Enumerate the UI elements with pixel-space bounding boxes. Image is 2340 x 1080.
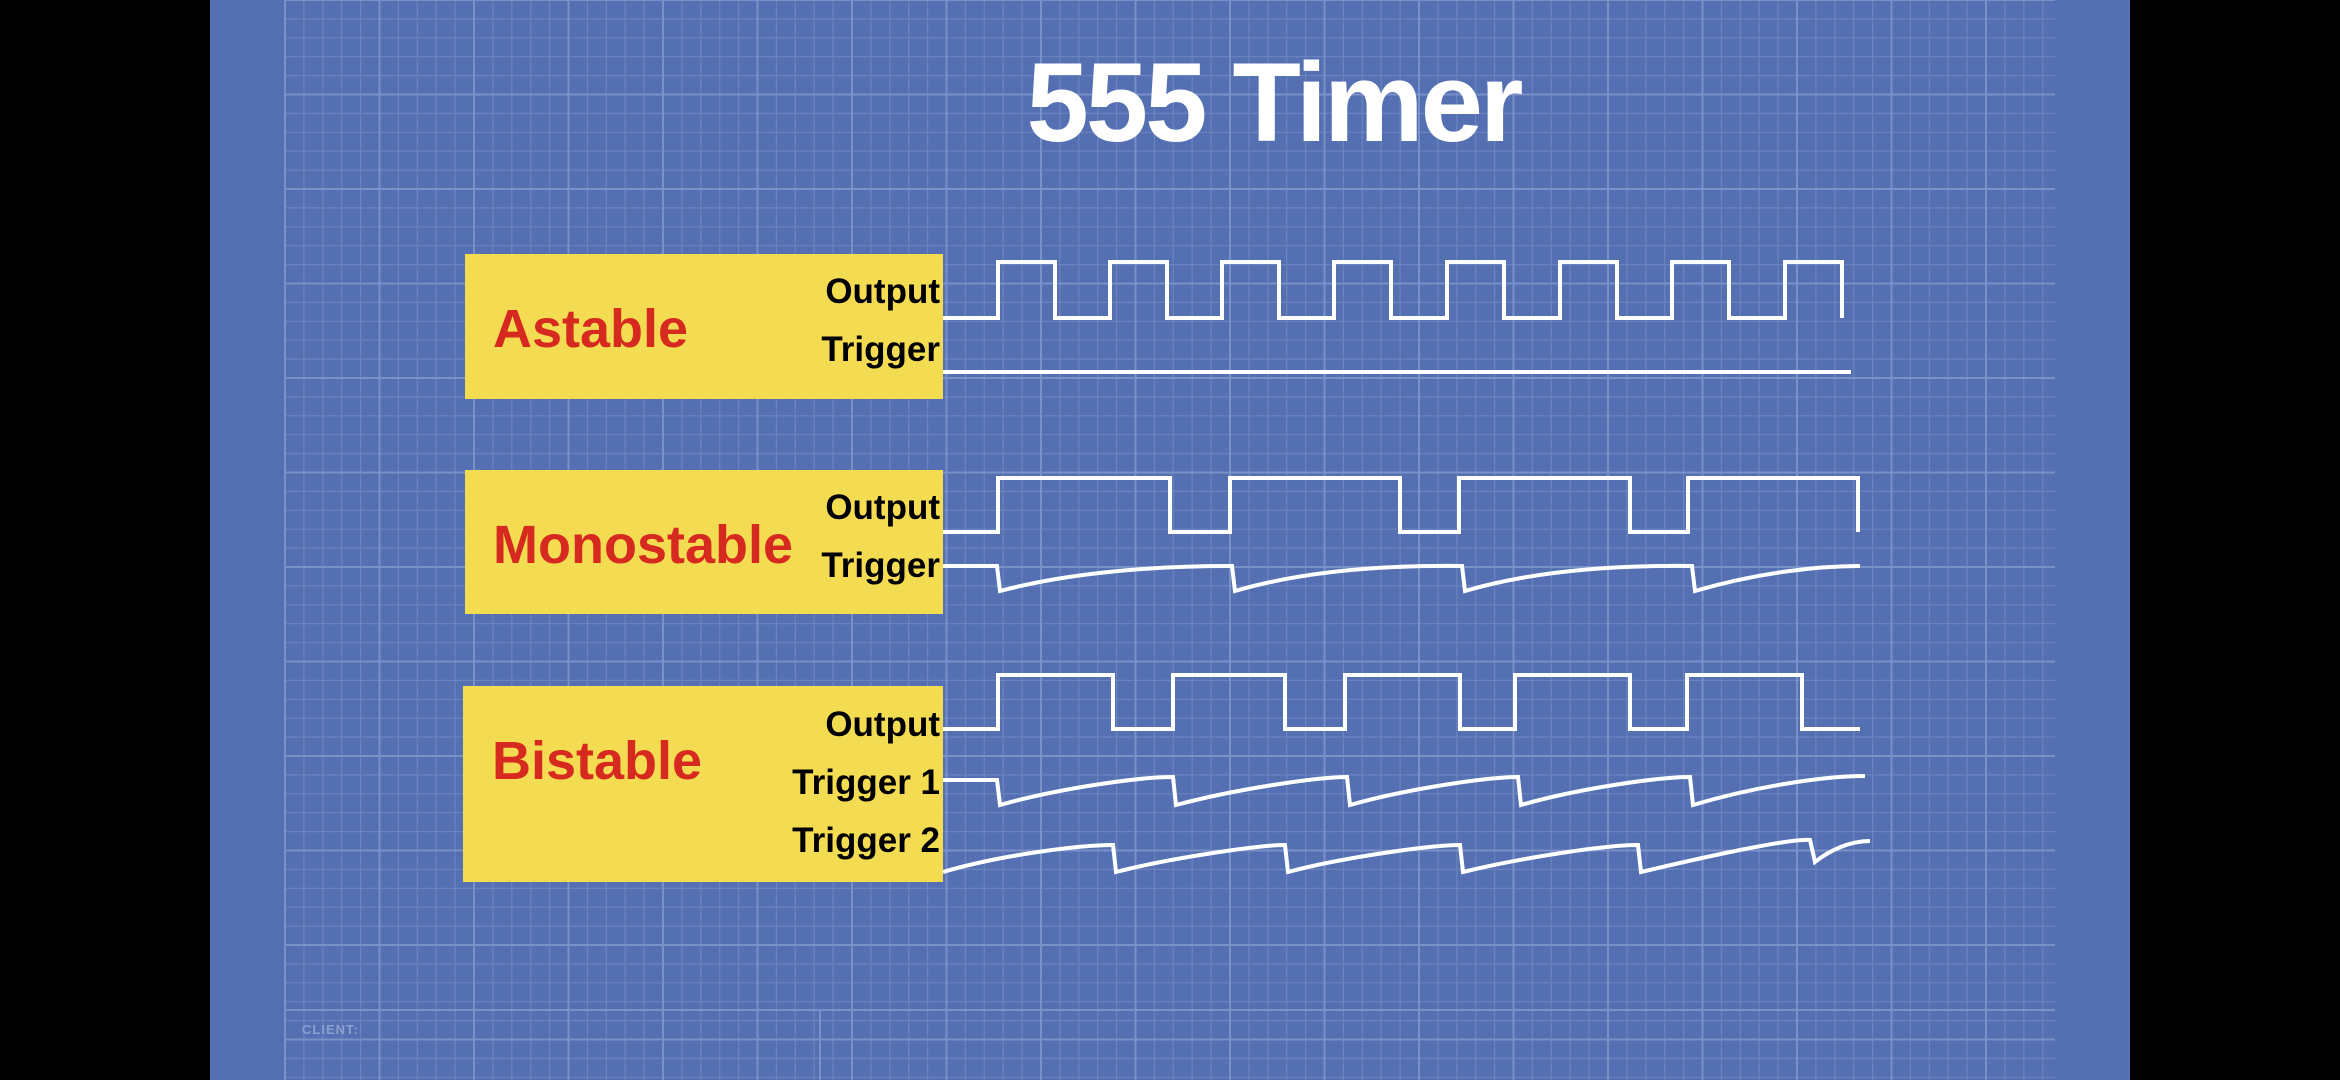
waveforms — [942, 260, 1871, 875]
diagram-canvas: 555 Timer Astable Output Trigger Monosta… — [210, 0, 2130, 1080]
bistable-output-wave — [943, 673, 1860, 731]
bistable-label: Bistable — [492, 731, 703, 791]
page-title: 555 Timer — [1026, 40, 1524, 165]
monostable-output-wave — [943, 476, 1860, 534]
monostable-output-label: Output — [825, 488, 940, 527]
monostable-panel — [465, 470, 943, 614]
bistable-panel — [463, 686, 943, 882]
bistable-trigger-2-wave — [942, 837, 1871, 875]
bistable-trigger-1-wave — [943, 774, 1866, 808]
bistable-trigger-2-label: Trigger 2 — [792, 821, 940, 860]
monostable-label: Monostable — [493, 515, 794, 575]
client-label: CLIENT: — [302, 1022, 359, 1037]
blueprint-grid — [284, 0, 2055, 1080]
bistable-output-label: Output — [825, 705, 940, 744]
monostable-trigger-label: Trigger — [821, 546, 940, 585]
bistable-trigger-1-label: Trigger 1 — [792, 763, 940, 802]
astable-output-label: Output — [825, 272, 940, 311]
astable-panel — [465, 254, 943, 399]
astable-output-wave — [943, 260, 1844, 320]
astable-trigger-label: Trigger — [821, 330, 940, 369]
astable-label: Astable — [493, 299, 689, 359]
title-block-lines — [285, 1009, 2055, 1080]
monostable-trigger-wave — [943, 563, 1861, 594]
